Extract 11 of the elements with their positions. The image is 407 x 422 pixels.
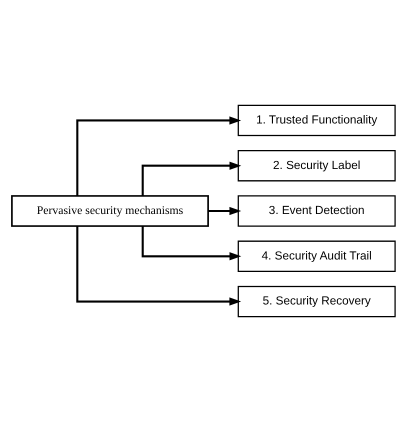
- arrow: [142, 226, 242, 260]
- arrow: [208, 206, 242, 216]
- arrow: [142, 162, 242, 196]
- node-box: 5. Security Recovery: [238, 286, 396, 318]
- node-box: 1. Trusted Functionality: [238, 104, 396, 136]
- arrow: [76, 116, 242, 196]
- node-box: Pervasive security mechanisms: [11, 195, 209, 227]
- arrow: [76, 226, 242, 306]
- node-box: 4. Security Audit Trail: [238, 240, 396, 272]
- node-box: 3. Event Detection: [238, 195, 396, 227]
- node-box: 2. Security Label: [238, 150, 396, 182]
